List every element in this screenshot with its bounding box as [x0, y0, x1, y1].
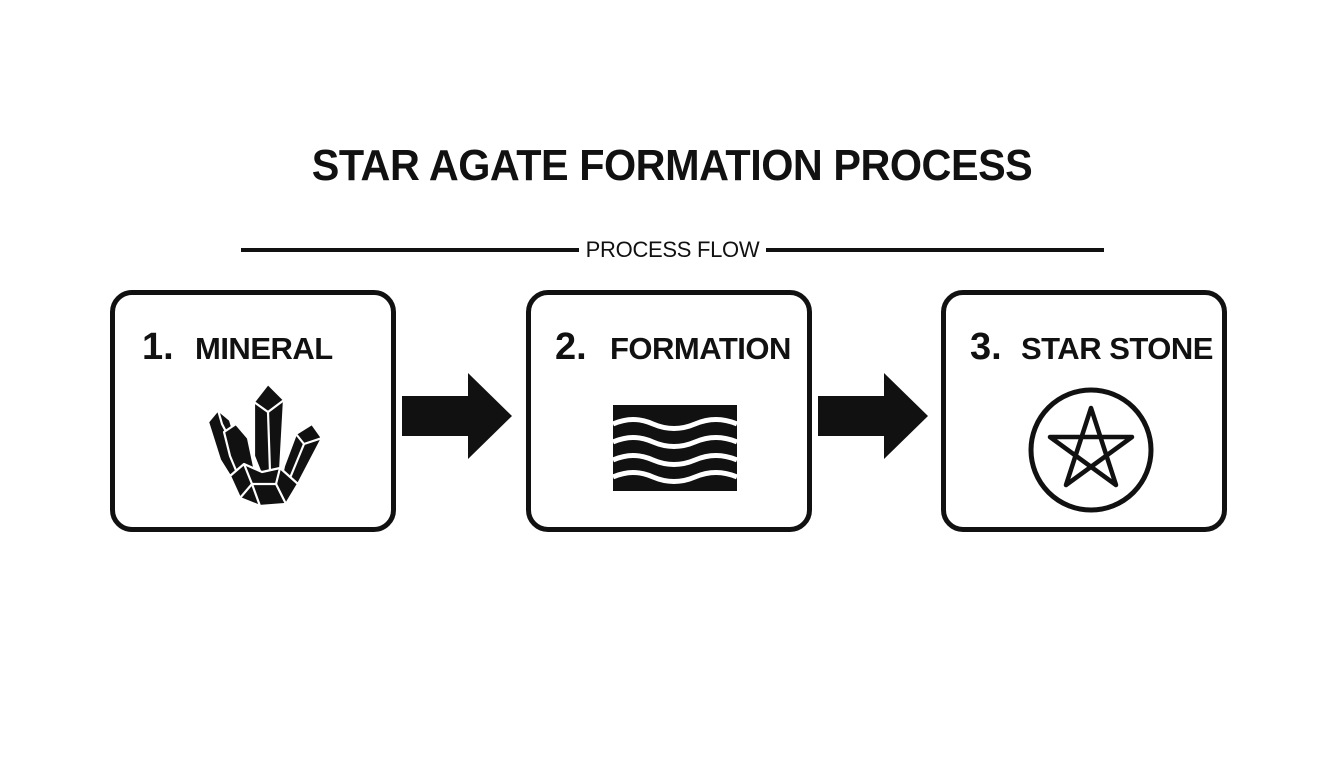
right-arrow-icon: [818, 373, 928, 459]
diagram-title: STAR AGATE FORMATION PROCESS: [311, 141, 1033, 190]
pentagram-circle-icon: [1028, 387, 1154, 513]
step-box-star-stone: 3. STAR STONE: [941, 290, 1227, 532]
step-number: 2.: [555, 326, 587, 368]
step-number: 3.: [970, 326, 1002, 368]
layered-waves-icon: [613, 405, 737, 491]
flow-rule-left: [241, 248, 579, 252]
step-label: STAR STONE: [1021, 331, 1213, 366]
step-box-formation: 2. FORMATION: [526, 290, 812, 532]
right-arrow-icon: [402, 373, 512, 459]
step-label: MINERAL: [195, 331, 333, 366]
crystal-cluster-icon: [206, 382, 320, 508]
flow-rule-right: [766, 248, 1104, 252]
step-box-mineral: 1. MINERAL: [110, 290, 396, 532]
step-number: 1.: [142, 326, 174, 368]
flow-label: PROCESS FLOW: [585, 237, 760, 262]
step-label: FORMATION: [610, 331, 791, 366]
